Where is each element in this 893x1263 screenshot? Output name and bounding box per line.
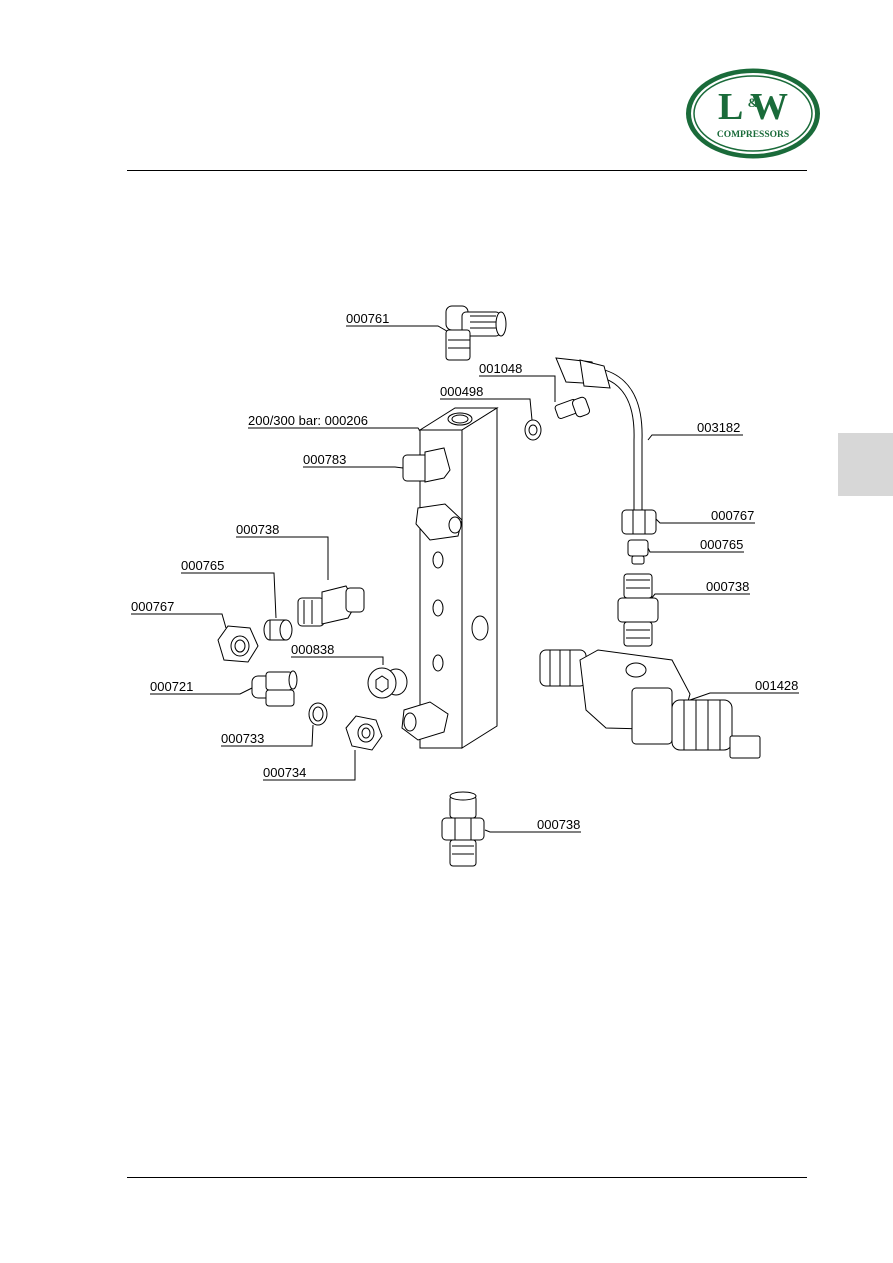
label-000767-left: 000767 — [131, 599, 175, 614]
label-000838: 000838 — [291, 642, 335, 657]
label-000783: 000783 — [303, 452, 347, 467]
label-000767-right: 000767 — [711, 508, 755, 523]
label-000733: 000733 — [221, 731, 265, 746]
part-000498-washer — [524, 419, 542, 441]
part-003182-tube — [555, 357, 643, 512]
part-000734-nut — [345, 715, 383, 751]
label-000738-left: 000738 — [236, 522, 280, 537]
svg-text:L W: L W — [718, 86, 788, 128]
label-000206: 200/300 bar: 000206 — [248, 413, 368, 428]
part-000783-fitting — [402, 447, 451, 483]
part-000767-nut-left — [217, 625, 259, 663]
part-000721-elbow — [251, 670, 298, 707]
section-tab — [838, 433, 893, 496]
label-001428: 001428 — [755, 678, 799, 693]
label-000721: 000721 — [150, 679, 194, 694]
part-001428-valve — [539, 649, 761, 759]
manifold-fitting-low — [401, 701, 449, 741]
part-000765-ring-right — [627, 539, 649, 565]
part-000838-plug — [367, 667, 408, 699]
label-000765-left: 000765 — [181, 558, 225, 573]
manifold-fitting-mid — [415, 503, 463, 541]
label-000734: 000734 — [263, 765, 307, 780]
label-000738-bottom: 000738 — [537, 817, 581, 832]
company-logo: L W & COMPRESSORS — [684, 67, 822, 160]
part-000738-union-left — [297, 585, 365, 627]
part-000733-ring — [308, 702, 328, 726]
part-000761-elbow — [445, 305, 507, 361]
svg-text:COMPRESSORS: COMPRESSORS — [717, 130, 789, 140]
manifold-block — [418, 407, 499, 749]
header-rule — [127, 170, 807, 171]
svg-text:&: & — [748, 95, 759, 110]
footer-rule — [127, 1177, 807, 1178]
part-000767-nut-right — [621, 509, 657, 535]
label-000761: 000761 — [346, 311, 390, 326]
label-000498: 000498 — [440, 384, 484, 399]
part-000738-union-right — [617, 573, 659, 647]
label-000765-right: 000765 — [700, 537, 744, 552]
part-001048-screw — [554, 396, 591, 419]
label-000738-right: 000738 — [706, 579, 750, 594]
label-001048: 001048 — [479, 361, 523, 376]
label-003182: 003182 — [697, 420, 741, 435]
part-000765-ring-left — [263, 619, 293, 641]
part-000738-union-bottom — [441, 791, 485, 867]
